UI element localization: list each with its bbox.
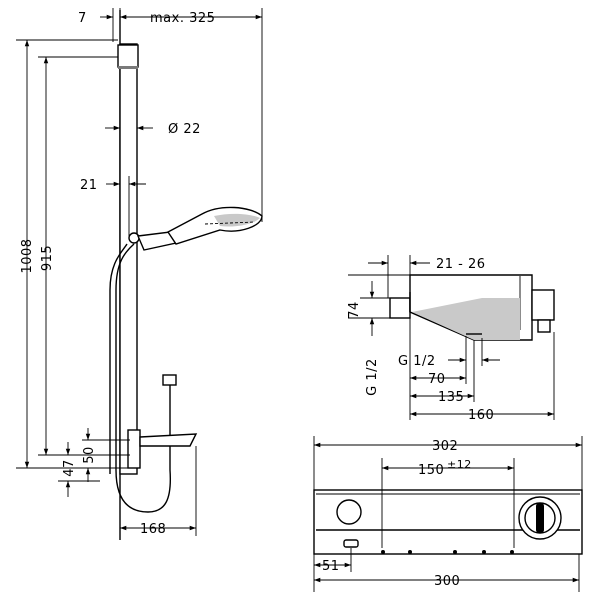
dim-150-label: 150 xyxy=(418,463,444,478)
knob-base xyxy=(537,319,551,333)
dim-51: 51 xyxy=(314,548,352,574)
dim-300: 300 xyxy=(313,554,580,592)
upper-bracket-shadow xyxy=(118,66,138,69)
hose-connector xyxy=(162,374,177,386)
dim-1008-label: 1008 xyxy=(20,238,35,273)
diverter-knob xyxy=(336,499,362,525)
control-knob-side xyxy=(531,289,555,321)
dim-150: 150 ±12 xyxy=(381,458,515,548)
dim-70-label: 70 xyxy=(428,372,446,387)
dim-7-label: 7 xyxy=(78,11,87,26)
fixing-point xyxy=(381,550,385,554)
dim-168: 168 xyxy=(120,446,197,537)
dim-21: 21 xyxy=(80,176,146,238)
slider-knob xyxy=(128,232,140,244)
fixing-point xyxy=(510,550,514,554)
dim-74-label: 74 xyxy=(347,301,362,319)
bottom-outlet xyxy=(343,539,359,548)
fixing-point xyxy=(453,550,457,554)
hose-outer-edge xyxy=(109,243,128,474)
dim-bottom-side: G 1/2 70 135 160 xyxy=(398,318,555,423)
lower-wall-bracket xyxy=(127,429,141,469)
shaded-surface xyxy=(412,298,520,340)
dim-300-label: 300 xyxy=(434,574,460,589)
shower-rail xyxy=(119,43,138,475)
spray-nozzles xyxy=(204,221,256,225)
dim-135-label: 135 xyxy=(438,390,464,405)
dim-50-label: 50 xyxy=(82,446,97,464)
dim-302: 302 xyxy=(313,436,583,490)
dim-302-label: 302 xyxy=(432,439,458,454)
wall-connection xyxy=(389,297,411,319)
shower-hose xyxy=(115,243,172,513)
dim-21-label: 21 xyxy=(80,178,98,193)
dim-168-label: 168 xyxy=(140,522,166,537)
g12-vertical-label: G 1/2 xyxy=(365,358,380,396)
shelf xyxy=(139,433,198,447)
hand-shower xyxy=(166,206,263,245)
dim-74: 74 xyxy=(347,274,410,336)
dim-51-label: 51 xyxy=(322,559,340,574)
thermostat-front-view xyxy=(313,489,583,555)
dim-50-47: 50 47 xyxy=(58,428,130,497)
fixing-point xyxy=(482,550,486,554)
dim-160-label: 160 xyxy=(468,408,494,423)
dim-g12-label: G 1/2 xyxy=(398,354,436,369)
shower-rail-view xyxy=(109,10,263,540)
dim-diameter: Ø 22 xyxy=(105,122,201,137)
dim-dia22-label: Ø 22 xyxy=(168,122,201,137)
dim-21-26: 21 - 26 xyxy=(368,255,486,298)
dim-top: 7 max. 325 xyxy=(78,8,263,222)
thermostat-side-view xyxy=(389,274,555,341)
temperature-knob-grip xyxy=(536,503,544,533)
dim-915-label: 915 xyxy=(40,245,55,271)
dim-47-label: 47 xyxy=(62,459,77,477)
dim-max325-label: max. 325 xyxy=(150,11,215,26)
fixing-point xyxy=(408,550,412,554)
upper-wall-bracket xyxy=(117,44,139,68)
dim-150-tolerance: ±12 xyxy=(447,458,472,471)
dim-915: 915 xyxy=(38,56,130,456)
dim-1008: 1008 xyxy=(16,39,130,469)
dim-21-26-label: 21 - 26 xyxy=(436,257,486,272)
